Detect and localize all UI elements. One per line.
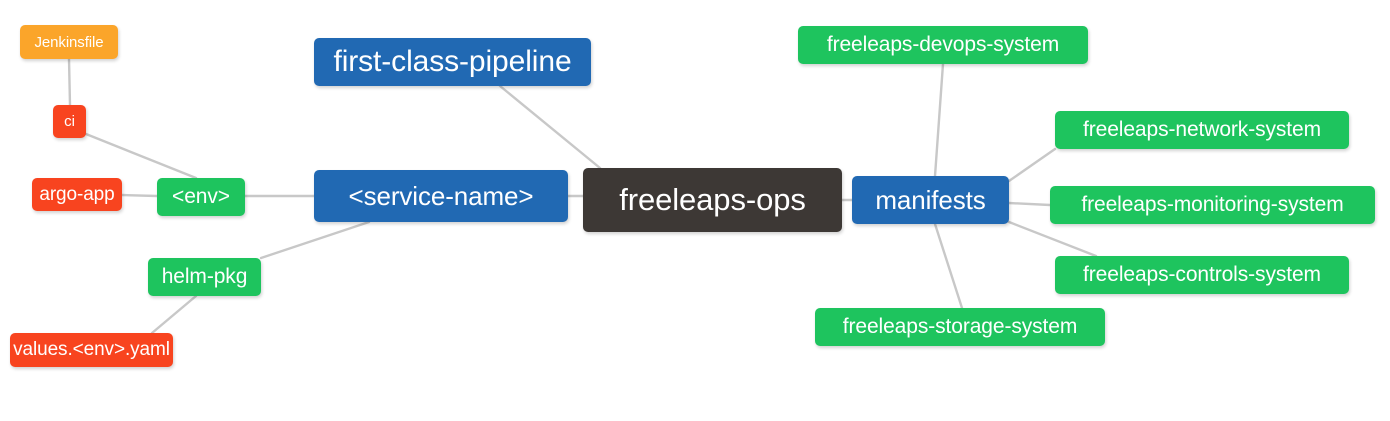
node-env[interactable]: <env> (157, 178, 245, 216)
node-label: <env> (172, 185, 230, 208)
node-label: freeleaps-monitoring-system (1081, 193, 1344, 216)
node-label: argo-app (39, 183, 115, 205)
node-label: first-class-pipeline (333, 45, 572, 78)
node-freeleaps-network-system[interactable]: freeleaps-network-system (1055, 111, 1349, 149)
node-label: freeleaps-storage-system (842, 315, 1078, 338)
edge-manifests-to-freeleaps-network-system (1007, 147, 1057, 183)
edge-manifests-to-freeleaps-devops-system (933, 62, 945, 178)
node-argo-app[interactable]: argo-app (32, 178, 122, 211)
edge-ci-to-env (84, 132, 198, 180)
node-values-yaml[interactable]: values.<env>.yaml (10, 333, 173, 367)
edge-first-class-pipeline-to-freeleaps-ops (498, 84, 602, 170)
node-label: freeleaps-controls-system (1083, 263, 1321, 286)
node-manifests[interactable]: manifests (852, 176, 1009, 224)
node-label: freeleaps-devops-system (826, 33, 1060, 56)
node-freeleaps-ops[interactable]: freeleaps-ops (583, 168, 842, 232)
node-label: <service-name> (348, 180, 534, 211)
edge-helm-pkg-to-service-name (259, 220, 371, 260)
edge-values-yaml-to-helm-pkg (150, 294, 198, 335)
node-label: manifests (875, 184, 986, 215)
node-label: helm-pkg (161, 265, 248, 288)
edge-jenkinsfile-to-ci (67, 57, 72, 107)
node-freeleaps-devops-system[interactable]: freeleaps-devops-system (798, 26, 1088, 64)
node-helm-pkg[interactable]: helm-pkg (148, 258, 261, 296)
node-ci[interactable]: ci (53, 105, 86, 138)
node-label: values.<env>.yaml (13, 339, 170, 360)
edge-manifests-to-freeleaps-controls-system (1007, 220, 1098, 258)
node-label: Jenkinsfile (34, 33, 104, 51)
node-freeleaps-storage-system[interactable]: freeleaps-storage-system (815, 308, 1105, 346)
node-label: freeleaps-ops (619, 182, 806, 217)
node-first-class-pipeline[interactable]: first-class-pipeline (314, 38, 591, 86)
node-jenkinsfile[interactable]: Jenkinsfile (20, 25, 118, 59)
node-service-name[interactable]: <service-name> (314, 170, 568, 222)
node-label: ci (64, 113, 75, 130)
edge-argo-app-to-env (120, 193, 159, 198)
edge-manifests-to-freeleaps-monitoring-system (1007, 201, 1052, 207)
node-freeleaps-controls-system[interactable]: freeleaps-controls-system (1055, 256, 1349, 294)
edge-manifests-to-freeleaps-storage-system (933, 222, 964, 310)
node-label: freeleaps-network-system (1082, 118, 1321, 141)
node-freeleaps-monitoring-system[interactable]: freeleaps-monitoring-system (1050, 186, 1375, 224)
